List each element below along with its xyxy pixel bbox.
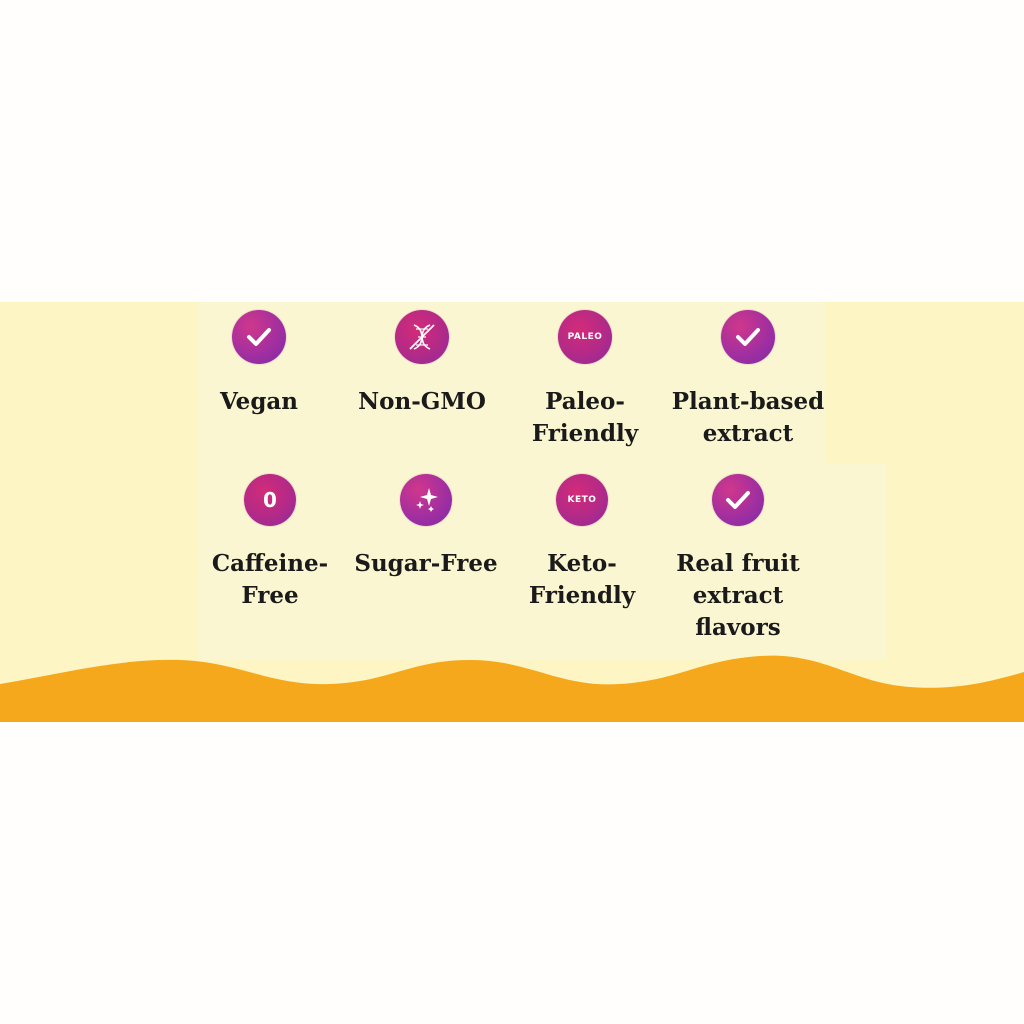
feature-sugar-free: Sugar-Free	[346, 474, 506, 580]
feature-label: Vegan	[219, 388, 299, 415]
no-dna-icon	[395, 310, 449, 364]
paleo-badge-text: PALEO	[567, 332, 603, 342]
sparkle-icon	[400, 474, 452, 526]
feature-real-fruit-extract-flavors: Real fruit extract flavors	[658, 474, 818, 644]
zero-badge-text: 0	[263, 488, 277, 512]
check-icon	[712, 474, 764, 526]
feature-label: Paleo- Friendly	[531, 388, 639, 447]
keto-icon: KETO	[556, 474, 608, 526]
check-icon	[721, 310, 775, 364]
paleo-icon: PALEO	[558, 310, 612, 364]
check-icon	[232, 310, 286, 364]
feature-caffeine-free: 0 Caffeine- Free	[190, 474, 350, 612]
features-panel-bottom	[198, 464, 886, 660]
feature-label: Caffeine- Free	[211, 550, 329, 609]
feature-keto-friendly: KETO Keto- Friendly	[502, 474, 662, 612]
feature-vegan: Vegan	[179, 310, 339, 418]
feature-non-gmo: Non-GMO	[342, 310, 502, 418]
keto-badge-text: KETO	[567, 495, 597, 505]
feature-label: Keto- Friendly	[528, 550, 636, 609]
feature-label: Sugar-Free	[354, 550, 498, 577]
orange-wave-decoration	[0, 655, 1024, 722]
feature-plant-based-extract: Plant-based extract	[668, 310, 828, 450]
feature-label: Real fruit extract flavors	[676, 550, 800, 641]
feature-label: Non-GMO	[358, 388, 486, 415]
zero-icon: 0	[244, 474, 296, 526]
features-banner: Vegan Non-GMO PALEO Paleo- Friendly	[0, 302, 1024, 722]
feature-paleo-friendly: PALEO Paleo- Friendly	[505, 310, 665, 450]
feature-label: Plant-based extract	[671, 388, 825, 447]
